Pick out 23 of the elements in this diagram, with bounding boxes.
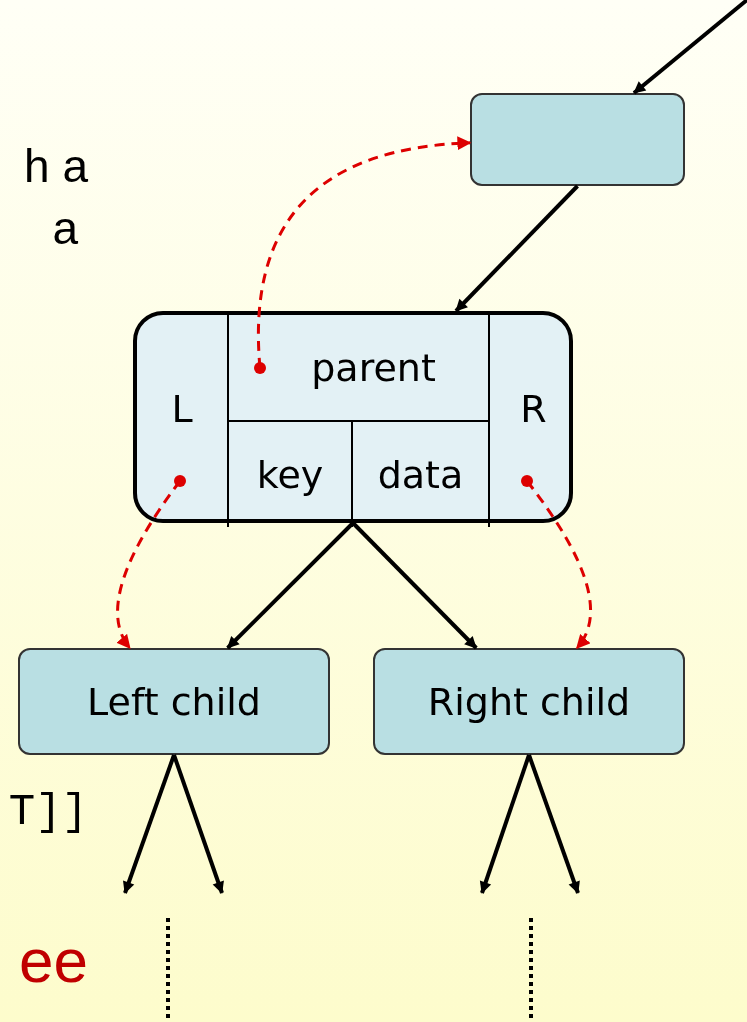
arrow <box>632 0 747 95</box>
pointer-field: parent <box>229 315 488 422</box>
arrow <box>226 521 355 650</box>
arrow <box>123 754 176 894</box>
data-field: data <box>353 422 488 527</box>
slide-text-fragment: a <box>52 205 78 251</box>
arrow <box>527 754 580 894</box>
key-field: key <box>229 422 353 527</box>
arrow <box>479 754 531 894</box>
arrow <box>454 184 579 313</box>
tree-node-box <box>470 93 685 186</box>
pointer-arrow <box>521 475 592 650</box>
pointer-arrow <box>116 475 186 650</box>
child-node-box: Right child <box>373 648 685 755</box>
pointer-field: L <box>137 315 229 527</box>
slide-text-fragment: T]] <box>8 790 88 834</box>
pointer-arrow <box>254 136 472 374</box>
arrow <box>172 754 224 894</box>
pointer-field: R <box>488 315 577 527</box>
slide-text-fragment: h a <box>24 143 88 189</box>
child-node-box: Left child <box>18 648 330 755</box>
arrow <box>351 521 478 650</box>
slide-text-fragment: ee <box>19 930 88 992</box>
